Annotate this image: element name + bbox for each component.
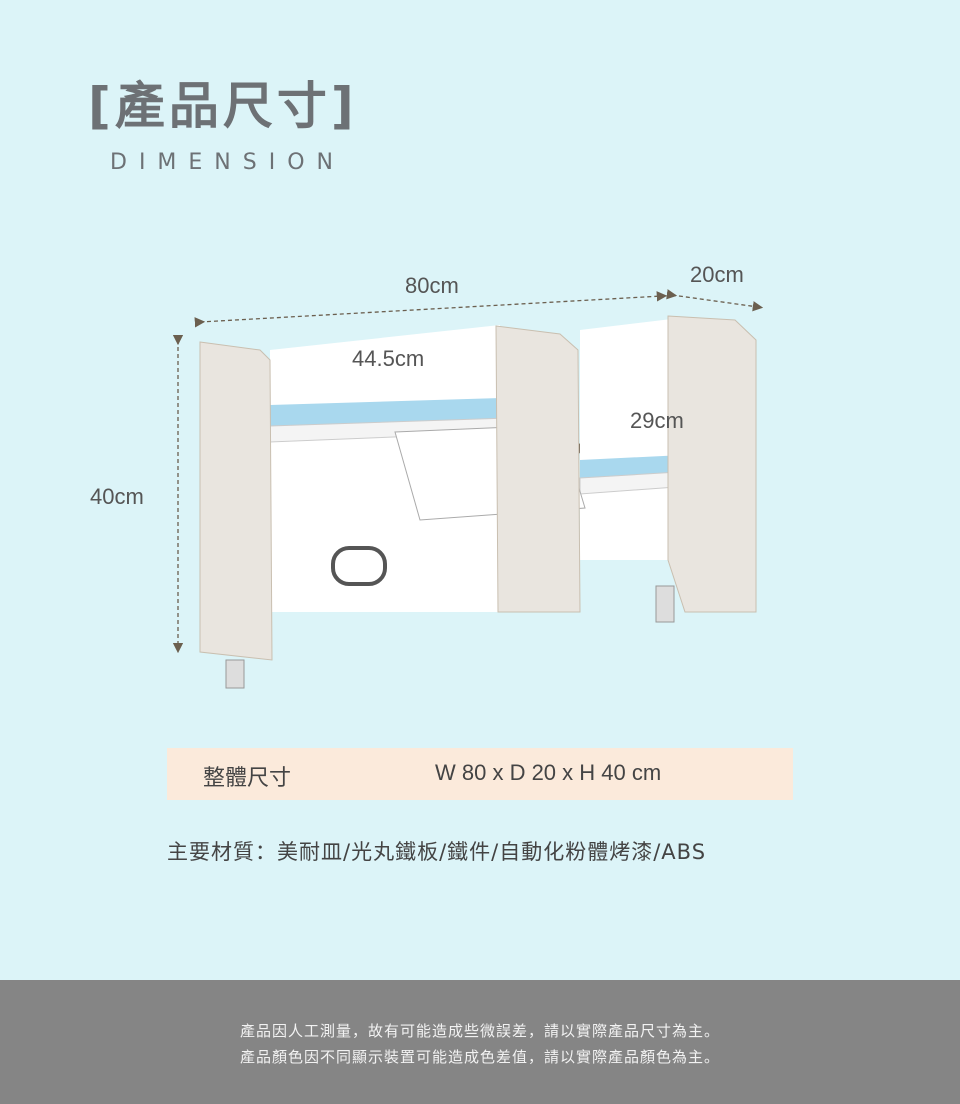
disclaimer-line-2: 產品顏色因不同顯示裝置可能造成色差值，請以實際產品顏色為主。: [239, 1048, 720, 1066]
depth-label: 20cm: [690, 262, 744, 287]
disclaimer-line-1: 產品因人工測量，故有可能造成些微誤差，請以實際產品尺寸為主。: [239, 1022, 720, 1040]
right-shelf-label: 29cm: [630, 408, 684, 433]
overall-size-label: 整體尺寸: [203, 766, 292, 791]
width-line: [194, 291, 668, 328]
width-label: 80cm: [405, 273, 459, 298]
shelf-illustration: [172, 289, 764, 689]
depth-line: [666, 289, 764, 312]
overall-size-value: W 80 x D 20 x H 40 cm: [435, 760, 662, 785]
left-shelf-label: 44.5cm: [352, 346, 425, 371]
materials-text: 主要材質：美耐皿/光丸鐵板/鐵件/自動化粉體烤漆/ABS: [167, 840, 707, 864]
height-label: 40cm: [90, 484, 144, 509]
page-title: [產品尺寸]: [88, 77, 358, 135]
page-subtitle: DIMENSION: [110, 150, 345, 175]
overall-size-row: 整體尺寸 W 80 x D 20 x H 40 cm: [167, 748, 793, 800]
disclaimer-footer: 產品因人工測量，故有可能造成些微誤差，請以實際產品尺寸為主。 產品顏色因不同顯示…: [0, 980, 960, 1104]
